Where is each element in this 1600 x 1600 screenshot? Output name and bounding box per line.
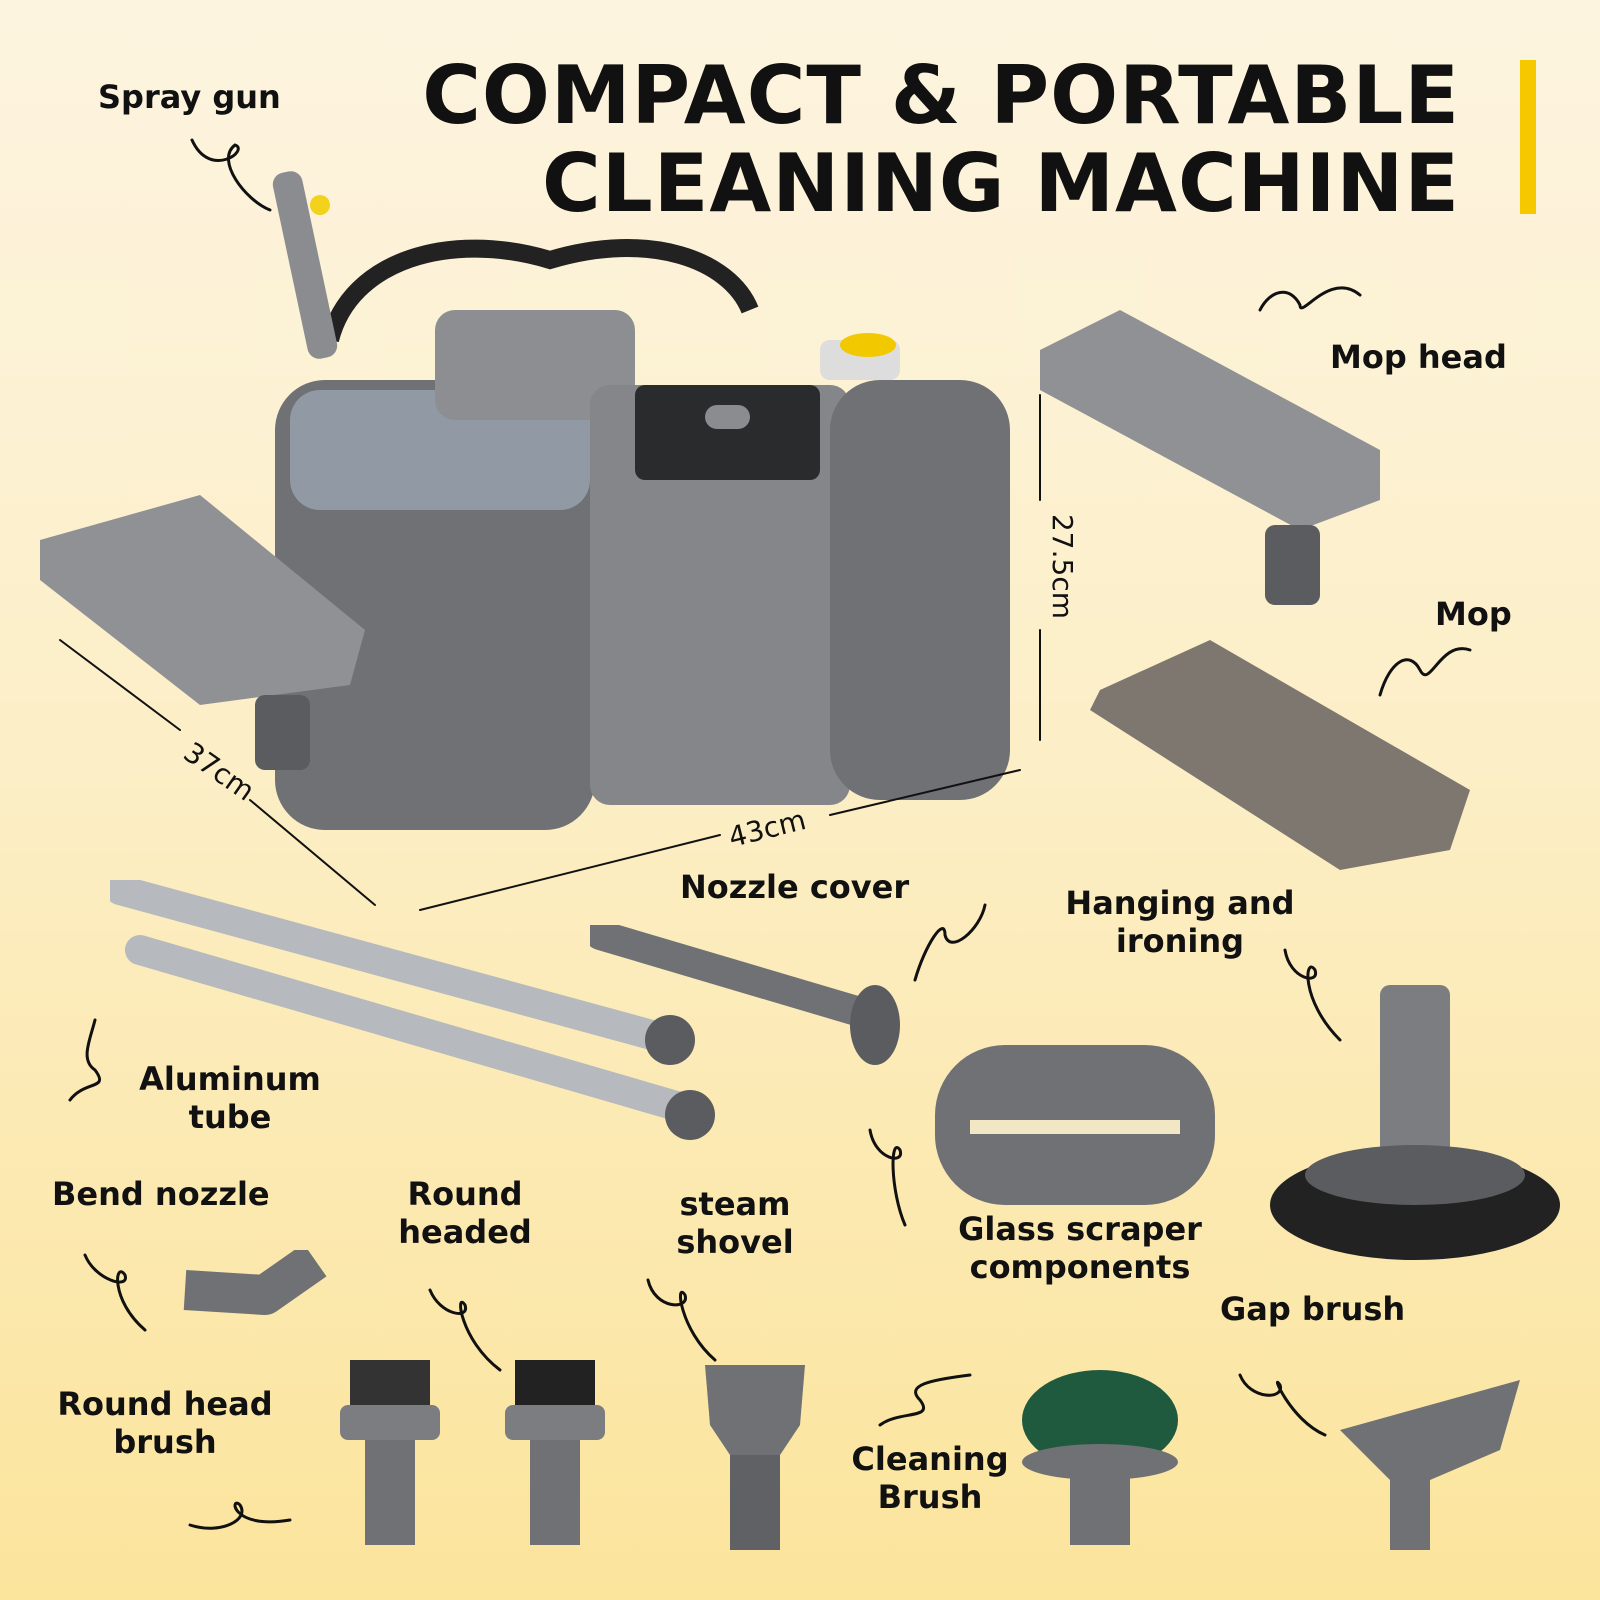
title-line-1: COMPACT & PORTABLE	[422, 49, 1460, 142]
label-gap-brush: Gap brush	[1220, 1290, 1406, 1328]
cleaning-brush-image	[1022, 1370, 1178, 1545]
label-mop-head: Mop head	[1330, 338, 1507, 376]
label-steam-shovel: steam shovel	[676, 1185, 794, 1261]
cleaning-machine-image	[40, 171, 1010, 830]
label-round-headed: Round headed	[398, 1175, 532, 1251]
label-spray-gun: Spray gun	[98, 78, 281, 116]
label-hanging-ironing: Hanging and ironing	[1065, 884, 1295, 960]
gap-brush-image	[1340, 1380, 1520, 1550]
label-cleaning-brush: Cleaning Brush	[851, 1440, 1009, 1516]
round-headed-brush-image	[505, 1360, 605, 1545]
accent-bar	[1520, 60, 1536, 214]
label-mop: Mop	[1435, 595, 1512, 633]
glass-scraper-image	[935, 1045, 1215, 1205]
label-glass-scraper: Glass scraper components	[958, 1210, 1202, 1286]
bend-nozzle-image	[183, 1250, 327, 1315]
steam-shovel-image	[705, 1365, 805, 1550]
ironing-head-image	[1270, 985, 1560, 1260]
round-head-brush-image	[340, 1360, 440, 1545]
title-line-2: CLEANING MACHINE	[542, 137, 1460, 230]
label-aluminum-tube: Aluminum tube	[139, 1060, 321, 1136]
mop-head-image	[1040, 310, 1380, 605]
page-title: COMPACT & PORTABLE CLEANING MACHINE	[422, 52, 1460, 228]
aluminum-tube-image	[110, 880, 715, 1140]
label-bend-nozzle: Bend nozzle	[52, 1175, 270, 1213]
label-nozzle-cover: Nozzle cover	[680, 868, 910, 906]
label-round-head-brush: Round head brush	[57, 1385, 273, 1461]
mop-pad-image	[1090, 640, 1470, 870]
nozzle-cover-image	[590, 925, 900, 1065]
